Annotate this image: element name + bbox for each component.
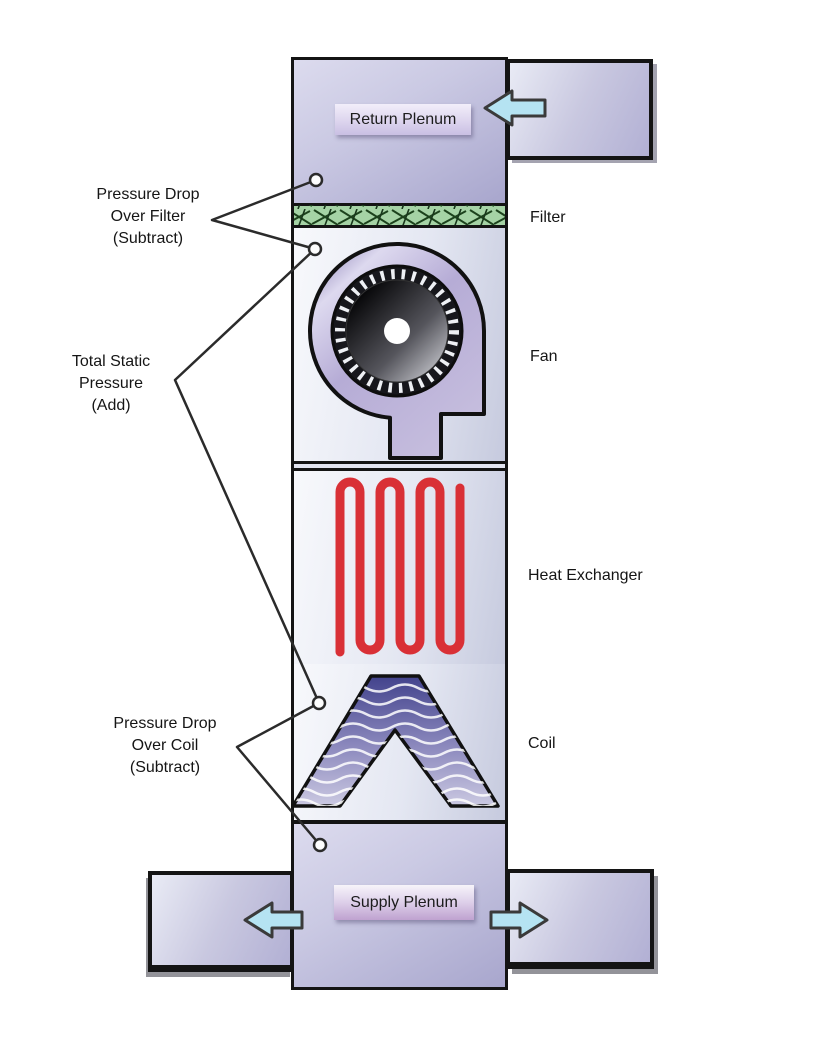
pressure-port-above-filter [308,172,324,188]
leader-line-filter-drop [210,178,317,251]
filter-label: Filter [530,209,566,226]
airflow-arrow-return [483,89,547,127]
cooling-coil-icon [291,674,500,808]
heat-exchanger-coil-icon [335,477,465,657]
total-static-pressure-label: Total Static Pressure (Add) [71,353,151,414]
fan-hub-icon [384,318,410,344]
pressure-port-below-coil [312,837,328,853]
fan-icon [308,242,486,460]
pressure-port-above-coil [311,695,327,711]
airflow-arrow-supply-left [243,901,304,939]
return-plenum-plate: Return Plenum [335,104,471,135]
pressure-drop-over-coil-label: Pressure Drop Over Coil (Subtract) [113,715,217,776]
airflow-arrow-supply-right [489,901,549,939]
pressure-port-below-filter [307,241,323,257]
return-plenum-label: Return Plenum [349,110,457,128]
heat-exchanger-label: Heat Exchanger [528,567,643,584]
pressure-drop-over-filter-label: Pressure Drop Over Filter (Subtract) [96,186,200,247]
filter-mesh-icon [294,205,505,225]
leader-line-coil-drop [235,701,321,846]
leader-line-total-static [173,248,321,704]
section-divider [294,464,505,468]
coil-label: Coil [528,735,556,752]
supply-plenum-label: Supply Plenum [350,893,458,911]
supply-plenum-plate: Supply Plenum [334,885,474,920]
fan-label: Fan [530,348,558,365]
